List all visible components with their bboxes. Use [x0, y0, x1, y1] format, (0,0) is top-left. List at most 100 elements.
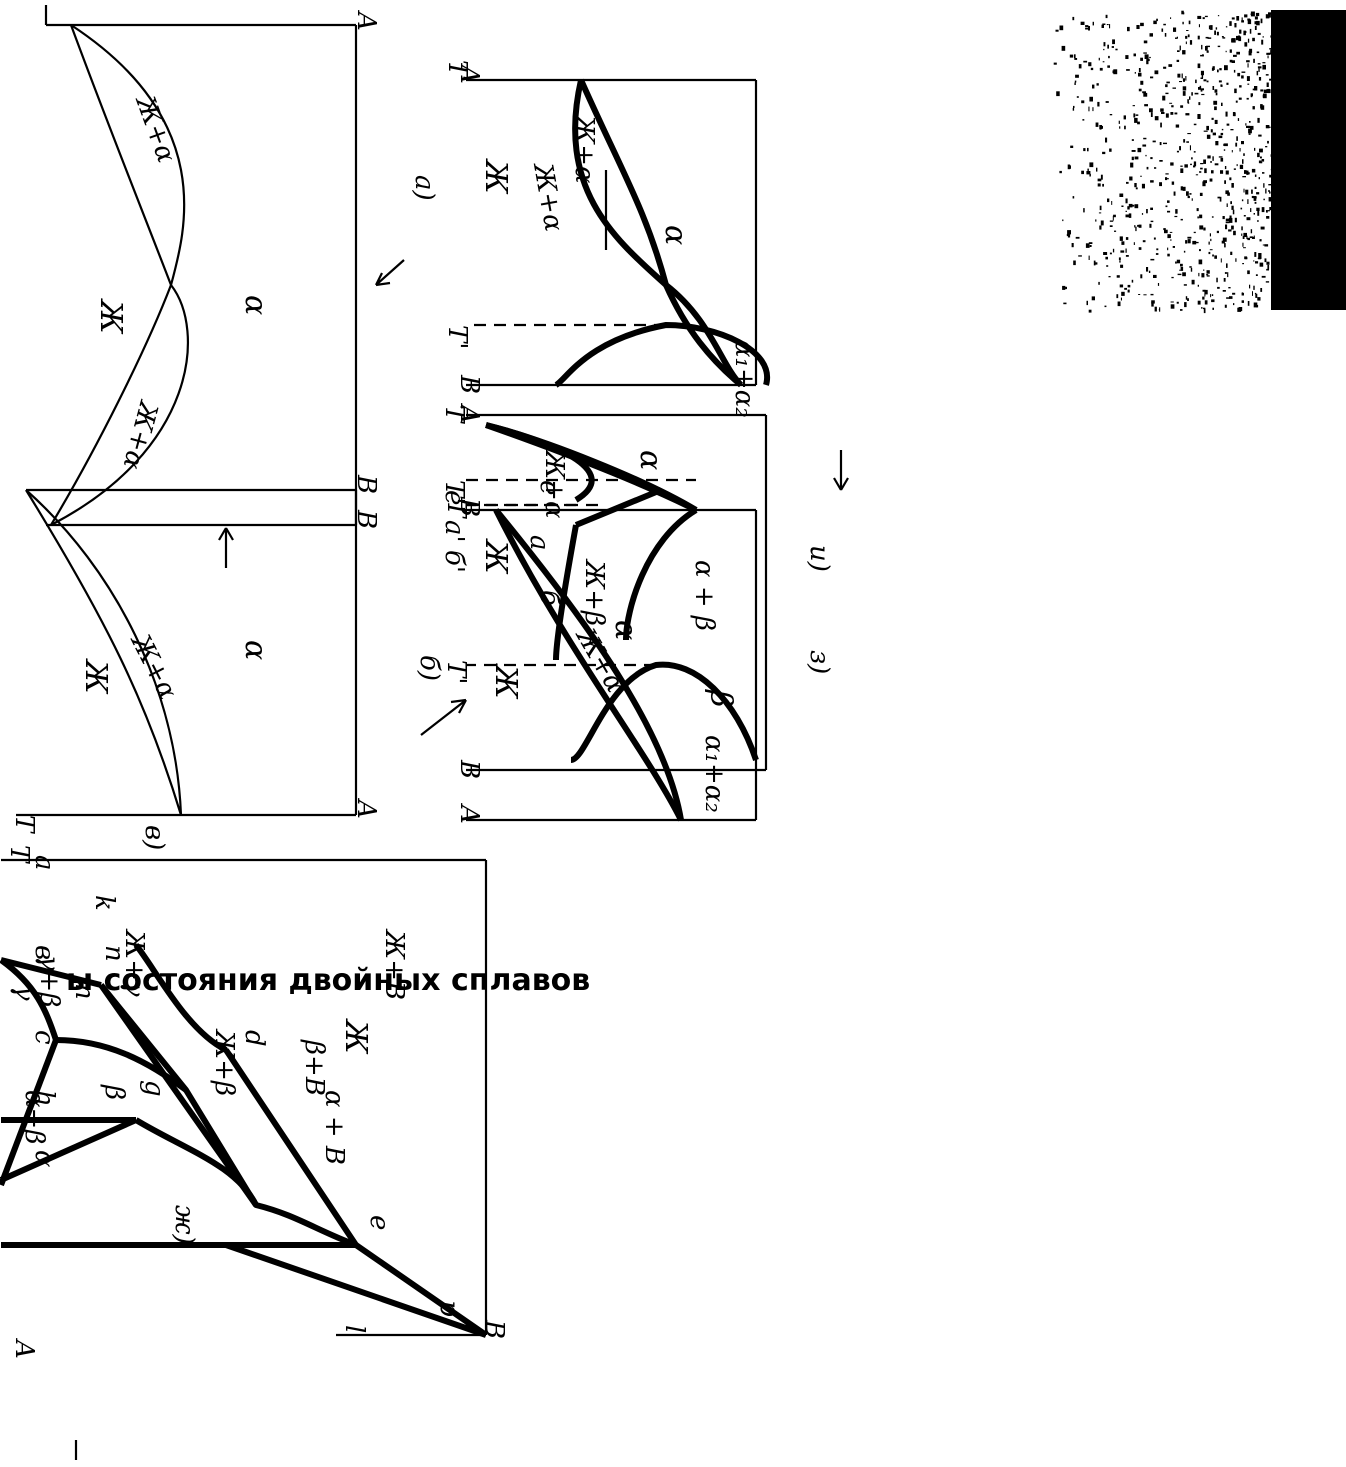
micrograph-speckle	[1095, 167, 1098, 172]
micrograph-speckle	[1185, 35, 1188, 39]
micrograph-speckle	[1195, 174, 1199, 176]
micrograph-speckle	[1142, 144, 1147, 147]
micrograph-speckle	[1220, 132, 1224, 136]
phase-label-liquid-B: Ж+B	[379, 928, 409, 1000]
micrograph-speckle	[1070, 145, 1074, 149]
micrograph-speckle	[1261, 159, 1265, 162]
axis-label-t: T	[442, 60, 472, 79]
micrograph-speckle	[1105, 14, 1108, 19]
micrograph-speckle	[1150, 293, 1154, 296]
micrograph-speckle	[1119, 260, 1121, 263]
micrograph-speckle	[1141, 183, 1145, 189]
point-label-a: a	[524, 535, 554, 551]
point-label-h: h	[29, 1090, 59, 1107]
micrograph-speckle	[1180, 165, 1183, 167]
micrograph-speckle	[1175, 261, 1177, 264]
micrograph-speckle	[1235, 142, 1238, 147]
micrograph-speckle	[1134, 225, 1136, 228]
micrograph-speckle	[1234, 217, 1237, 223]
micrograph-speckle	[1127, 289, 1130, 293]
micrograph-speckle	[1256, 20, 1260, 26]
micrograph-speckle	[1103, 48, 1105, 51]
micrograph-speckle	[1253, 235, 1255, 237]
phase-label-liquid: Ж	[78, 658, 113, 695]
micrograph-speckle	[1185, 296, 1188, 300]
micrograph-speckle	[1179, 269, 1181, 271]
micrograph-speckle	[1263, 198, 1265, 201]
micrograph-speckle	[1224, 180, 1226, 184]
micrograph-speckle	[1148, 270, 1151, 274]
point-label-a: a	[29, 855, 59, 871]
micrograph-speckle	[1120, 250, 1125, 253]
micrograph-speckle	[1275, 37, 1276, 41]
micrograph-speckle	[1078, 255, 1082, 257]
micrograph-speckle	[1099, 67, 1103, 71]
micrograph-speckle	[1131, 279, 1134, 283]
micrograph-speckle	[1089, 96, 1093, 102]
axis-label-b: B	[454, 497, 484, 517]
micrograph-speckle	[1086, 300, 1088, 306]
micrograph-speckle	[1180, 168, 1184, 173]
micrograph-speckle	[1257, 257, 1262, 259]
phase-boundaries-middle	[133, 943, 359, 1247]
micrograph-speckle	[1242, 159, 1244, 164]
micrograph-speckle	[1182, 86, 1187, 91]
phase-label-alpha: α	[238, 640, 273, 660]
micrograph-speckle	[1082, 119, 1085, 121]
micrograph-speckle	[1256, 207, 1260, 211]
micrograph-speckle	[1088, 62, 1092, 67]
micrograph-speckle	[1091, 296, 1095, 301]
micrograph-speckle	[1114, 230, 1117, 232]
micrograph-speckle	[1270, 154, 1275, 157]
micrograph-speckle	[1072, 107, 1075, 111]
micrograph-speckle	[1247, 199, 1249, 204]
solvus-right	[553, 524, 579, 661]
micrograph-speckle	[1163, 66, 1167, 69]
micrograph-speckle	[1229, 49, 1232, 53]
micrograph-speckle	[1085, 25, 1089, 28]
micrograph-speckle	[1235, 100, 1238, 103]
micrograph-speckle	[1125, 214, 1130, 218]
micrograph-speckle	[1231, 225, 1234, 230]
micrograph-speckle	[1124, 287, 1127, 290]
micrograph-speckle	[1229, 21, 1232, 26]
axis-label-a: A	[9, 1338, 39, 1359]
micrograph-speckle	[1186, 191, 1189, 196]
micrograph-speckle	[1251, 195, 1255, 199]
micrograph-speckle	[1128, 203, 1133, 208]
micrograph-speckle	[1179, 81, 1182, 83]
micrograph-speckle	[1225, 50, 1227, 53]
micrograph-speckle	[1257, 210, 1260, 216]
micrograph-speckle	[1272, 28, 1276, 30]
micrograph-speckle	[1215, 141, 1219, 146]
micrograph-speckle	[1143, 294, 1147, 296]
phase-label-liquid: Ж	[478, 158, 513, 195]
micrograph-speckle	[1211, 216, 1214, 218]
micrograph-speckle	[1149, 76, 1154, 79]
micrograph-speckle	[1181, 10, 1184, 15]
micrograph-speckle	[1234, 88, 1237, 94]
micrograph-speckle	[1253, 260, 1255, 262]
micrograph-speckle	[1203, 159, 1206, 164]
micrograph-speckle	[1243, 232, 1247, 237]
micrograph-speckle	[1163, 228, 1166, 231]
micrograph-speckle	[1138, 224, 1142, 228]
micrograph-speckle	[1169, 102, 1173, 104]
micrograph-speckle	[1131, 150, 1136, 152]
micrograph-speckle	[1218, 135, 1223, 139]
micrograph-speckle	[1207, 37, 1212, 39]
micrograph-speckle	[1255, 12, 1260, 17]
micrograph-speckle	[1214, 255, 1217, 259]
axis-label-tprime: T'	[441, 660, 471, 685]
micrograph-speckle	[1085, 27, 1089, 30]
micrograph-speckle	[1233, 54, 1237, 57]
micrograph-speckle	[1109, 252, 1112, 255]
micrograph-speckle	[1211, 117, 1214, 120]
micrograph-speckle	[1201, 44, 1203, 50]
micrograph-speckle	[1228, 229, 1232, 232]
micrograph-speckle	[1247, 270, 1250, 275]
micrograph-speckle	[1206, 134, 1211, 139]
micrograph-speckle	[1076, 96, 1079, 98]
micrograph-speckle	[1261, 275, 1266, 278]
micrograph-speckle	[1104, 305, 1107, 308]
